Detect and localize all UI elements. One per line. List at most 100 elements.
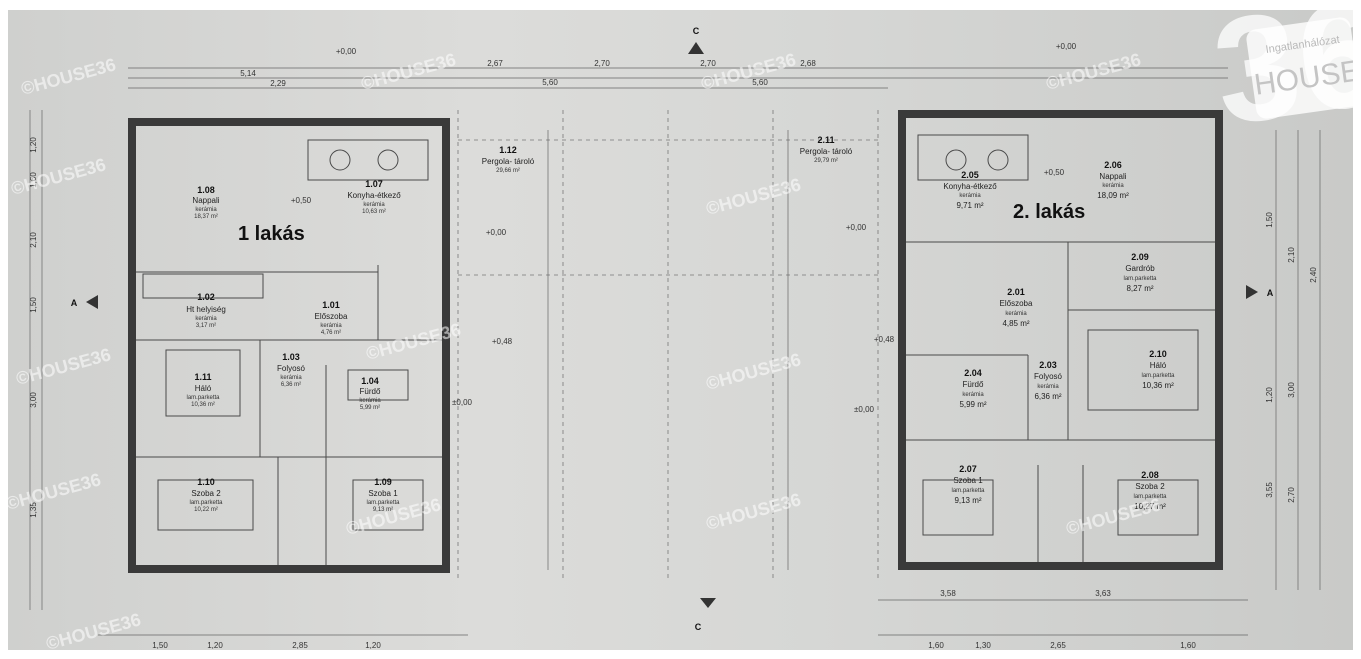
room-1-11-floor: lam.parketta — [186, 395, 220, 401]
dim-right-1: 2,10 — [1287, 247, 1296, 263]
dim-bottom-right-3: 1,30 — [975, 641, 991, 650]
dim-top-4: 2,70 — [700, 59, 716, 68]
dim-left-5: 1,35 — [29, 502, 38, 518]
room-2-01-id: 2.01 — [1007, 287, 1025, 297]
room-2-01-name: Előszoba — [1000, 299, 1033, 308]
dim-bottom-left-2: 2,85 — [292, 641, 308, 650]
room-1-09-area: 9,13 m² — [373, 507, 393, 513]
bottom-dimensions: 1,50 1,20 2,85 1,20 3,58 3,63 1,60 1,30 … — [98, 589, 1248, 650]
room-2-06-name: Nappali — [1099, 172, 1126, 181]
section-a-left-label: A — [71, 298, 78, 308]
apartment-2: 2. lakás 2.05 Konyha-étkező kerámia 9,71… — [898, 110, 1223, 570]
room-1-11-name: Háló — [195, 384, 212, 393]
watermark-3: ©HOUSE36 — [14, 344, 113, 389]
room-2-07-area: 9,13 m² — [954, 496, 981, 505]
pergola-1-id: 1.12 — [499, 145, 517, 155]
room-2-10-area: 10,36 m² — [1142, 381, 1174, 390]
level-top-right: +0,00 — [1056, 42, 1077, 51]
dim-top-0: 5,14 — [240, 69, 256, 78]
room-1-03-id: 1.03 — [282, 352, 300, 362]
room-1-01-area: 4,76 m² — [321, 330, 341, 336]
section-c-top-label: C — [693, 26, 700, 36]
room-1-02-name: Ht helyiség — [186, 305, 226, 314]
section-c-bottom-label: C — [695, 622, 702, 632]
dim-bottom-left-1: 1,20 — [207, 641, 223, 650]
pergola-2-name: Pergola- tároló — [800, 147, 853, 156]
watermark-5: ©HOUSE36 — [44, 609, 143, 650]
watermark-2: ©HOUSE36 — [9, 154, 108, 199]
dim-bottom-left-0: 1,50 — [152, 641, 168, 650]
room-1-02-id: 1.02 — [197, 292, 215, 302]
room-2-01-area: 4,85 m² — [1002, 319, 1029, 328]
room-2-09-area: 8,27 m² — [1126, 284, 1153, 293]
section-a-right-arrow-icon — [1246, 285, 1258, 299]
room-1-02-area: 3,17 m² — [196, 323, 216, 329]
room-1-01-id: 1.01 — [322, 300, 340, 310]
house36-logo: 36 Ingatlanhálózat HOUSE — [1204, 10, 1353, 156]
dim-top-6: 5,60 — [542, 78, 558, 87]
room-2-05-floor: kerámia — [959, 193, 981, 199]
room-1-07-area: 10,63 m² — [362, 209, 386, 215]
dim-bottom-left-3: 1,20 — [365, 641, 381, 650]
room-1-07-floor: kerámia — [363, 202, 385, 208]
pergola-zone: 1.12 Pergola- tároló 29,66 m² 2.11 Pergo… — [291, 42, 1077, 580]
dim-top-1: 2,29 — [270, 79, 286, 88]
watermark-4: ©HOUSE36 — [8, 469, 103, 514]
room-1-10-floor: lam.parketta — [189, 500, 223, 506]
dim-top-7: 5,60 — [752, 78, 768, 87]
room-2-04-area: 5,99 m² — [959, 400, 986, 409]
section-markers: A A C C — [71, 26, 1274, 632]
room-2-09-name: Gardrób — [1125, 264, 1155, 273]
room-1-08-floor: kerámia — [195, 207, 217, 213]
watermark-13: ©HOUSE36 — [1044, 49, 1143, 94]
dim-bottom-right-5: 1,60 — [1180, 641, 1196, 650]
dim-right-2: 2,40 — [1309, 267, 1318, 283]
room-1-09-id: 1.09 — [374, 477, 392, 487]
room-1-10-area: 10,22 m² — [194, 507, 218, 513]
watermark-14: ©HOUSE36 — [1064, 494, 1163, 539]
section-c-bottom-arrow-icon — [700, 598, 716, 608]
room-2-04-id: 2.04 — [964, 368, 982, 378]
floor-plan-sheet: 5,14 2,29 2,67 2,70 2,70 2,68 5,60 5,60 … — [8, 10, 1353, 650]
level-right-bath: ±0,00 — [854, 405, 875, 414]
level-right-living: +0,50 — [1044, 168, 1065, 177]
dim-left-2: 2,10 — [29, 232, 38, 248]
room-2-01-floor: kerámia — [1005, 311, 1027, 317]
dim-left-3: 1,50 — [29, 297, 38, 313]
level-right-entry: +0,48 — [874, 335, 895, 344]
room-1-02-floor: kerámia — [195, 316, 217, 322]
dim-bottom-right-1: 3,63 — [1095, 589, 1111, 598]
apartment-2-title: 2. lakás — [1013, 201, 1085, 223]
room-2-06-area: 18,09 m² — [1097, 191, 1129, 200]
room-2-10-id: 2.10 — [1149, 349, 1167, 359]
watermark-1: ©HOUSE36 — [19, 54, 118, 99]
watermark-6: ©HOUSE36 — [359, 49, 458, 94]
room-2-09-floor: lam.parketta — [1123, 276, 1157, 282]
room-2-03-floor: kerámia — [1037, 384, 1059, 390]
level-left-entry: +0,48 — [492, 337, 513, 346]
right-side-dimensions: 1,50 2,10 2,40 1,20 3,00 3,55 2,70 — [1265, 130, 1321, 590]
room-1-11-id: 1.11 — [194, 372, 211, 382]
room-1-07-name: Konyha-étkező — [347, 191, 401, 200]
room-2-07-id: 2.07 — [959, 464, 977, 474]
floor-plan-drawing: 5,14 2,29 2,67 2,70 2,70 2,68 5,60 5,60 … — [8, 10, 1353, 650]
room-2-10-floor: lam.parketta — [1141, 373, 1175, 379]
dim-left-0: 1,20 — [29, 137, 38, 153]
room-1-03-area: 6,36 m² — [281, 382, 301, 388]
room-2-08-id: 2.08 — [1141, 470, 1159, 480]
dim-bottom-right-4: 2,65 — [1050, 641, 1066, 650]
level-center-right: +0,00 — [846, 223, 867, 232]
level-center-left: +0,00 — [486, 228, 507, 237]
pergola-2-id: 2.11 — [817, 135, 834, 145]
apartment-1: 1 lakás 1.08 Nappali kerámia 18,37 m² 1.… — [128, 118, 450, 573]
room-2-08-floor: lam.parketta — [1133, 494, 1167, 500]
room-2-06-floor: kerámia — [1102, 183, 1124, 189]
apartment-1-title: 1 lakás — [238, 223, 305, 245]
room-2-03-id: 2.03 — [1039, 360, 1057, 370]
room-1-08-name: Nappali — [192, 196, 219, 205]
pergola-1-area: 29,66 m² — [496, 168, 520, 174]
room-2-03-name: Folyosó — [1034, 372, 1063, 381]
room-1-04-floor: kerámia — [359, 398, 381, 404]
room-2-03-area: 6,36 m² — [1034, 392, 1061, 401]
room-1-01-floor: kerámia — [320, 323, 342, 329]
